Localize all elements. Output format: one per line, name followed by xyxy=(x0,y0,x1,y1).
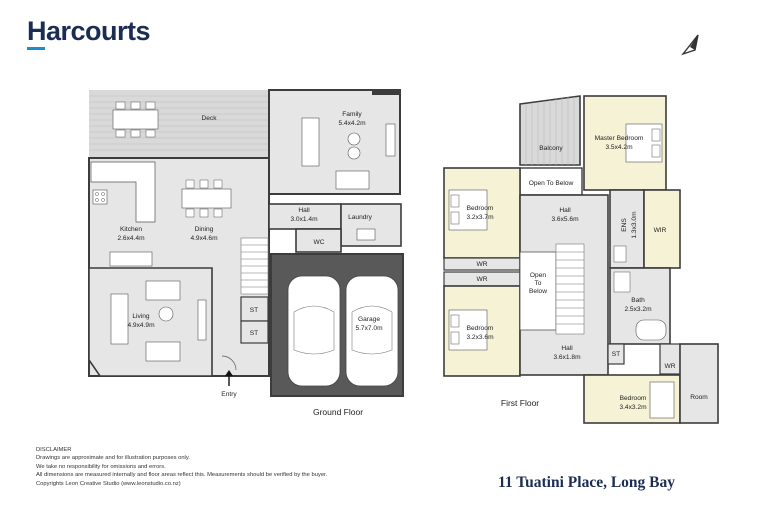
wc-area xyxy=(295,228,342,253)
floor-label-ground: Ground Floor xyxy=(313,407,363,417)
room-size-bath: 2.5x3.2m xyxy=(624,306,652,313)
disclaimer-title: DISCLAIMER xyxy=(36,447,72,453)
dining-table xyxy=(181,188,232,209)
room-label-master-bedroom: Master Bedroom xyxy=(595,135,644,142)
ground-floor-plan: Deck Family 5.4x4.2m Kitchen 2.6x4.4m Di… xyxy=(88,89,404,417)
room-label-st-2: ST xyxy=(250,330,258,337)
room-label-open: Open xyxy=(530,272,546,279)
disclaimer-line: Copyrights Leon Creative Studio (www.leo… xyxy=(36,480,181,487)
open-to-below-top xyxy=(519,167,583,196)
room-size-family: 5.4x4.2m xyxy=(338,120,366,127)
room-label-family: Family xyxy=(342,111,362,118)
room-label-st-first: ST xyxy=(612,351,620,358)
room-size-dining: 4.9x4.6m xyxy=(190,235,218,242)
room-label-garage: Garage xyxy=(358,316,380,323)
room-label-deck: Deck xyxy=(201,115,217,122)
room-label-kitchen: Kitchen xyxy=(120,226,142,233)
room-label-hall-upper: Hall xyxy=(559,207,571,214)
room-label-wr-3: WR xyxy=(665,363,676,370)
room-size-ensuite: 1.3x3.0m xyxy=(631,211,638,239)
hall-area xyxy=(268,203,342,230)
room-size-garage: 5.7x7.0m xyxy=(355,325,383,332)
room-label-entry: Entry xyxy=(221,391,237,398)
room-size-living: 4.9x4.9m xyxy=(127,322,155,329)
room-area xyxy=(679,343,719,424)
room-size-kitchen: 2.6x4.4m xyxy=(117,235,145,242)
room-size-hall-lower: 3.6x1.8m xyxy=(553,354,581,361)
room-label-open-to-below-top: Open To Below xyxy=(529,180,574,187)
room-label-ensuite: ENS xyxy=(621,218,628,232)
room-label-wir: WIR xyxy=(654,227,667,234)
room-label-hall-lower: Hall xyxy=(561,345,573,352)
room-size-hall: 3.0x1.4m xyxy=(290,216,318,223)
room-label-balcony: Balcony xyxy=(539,145,563,152)
room-label-hall: Hall xyxy=(298,207,310,214)
room-label-below: Below xyxy=(529,288,547,295)
room-label-dining: Dining xyxy=(195,226,214,233)
deck-table xyxy=(112,109,159,130)
room-size-master-bedroom: 3.5x4.2m xyxy=(605,144,633,151)
logo-accent-bar xyxy=(27,47,45,50)
room-label-wc: WC xyxy=(314,239,325,246)
open-to-below-void xyxy=(519,251,557,331)
disclaimer-line: All dimensions are measured internally a… xyxy=(36,472,328,479)
room-label-room: Room xyxy=(690,394,708,401)
room-label-bedroom-3: Bedroom xyxy=(620,395,647,402)
room-label-wr-1: WR xyxy=(477,261,488,268)
room-label-st-1: ST xyxy=(250,307,258,314)
room-label-living: Living xyxy=(132,313,150,320)
disclaimer: DISCLAIMER Drawings are approximate and … xyxy=(36,446,327,488)
room-size-bedroom-1: 3.2x3.7m xyxy=(466,214,494,221)
room-label-bath: Bath xyxy=(631,297,645,304)
north-arrow-icon xyxy=(680,34,699,56)
family-room-area xyxy=(268,89,401,195)
room-label-bedroom-1: Bedroom xyxy=(467,205,494,212)
floor-label-first: First Floor xyxy=(501,398,539,408)
property-address: 11 Tuatini Place, Long Bay xyxy=(498,474,676,491)
first-floor-plan: Balcony Master Bedroom 3.5x4.2m Open To … xyxy=(443,95,719,424)
room-label-to: To xyxy=(535,280,542,287)
disclaimer-line: We take no responsibility for omissions … xyxy=(36,463,166,470)
disclaimer-line: Drawings are approximate and for illustr… xyxy=(36,455,190,462)
harcourts-logo: Harcourts xyxy=(27,16,151,46)
room-size-bedroom-2: 3.2x3.6m xyxy=(466,334,494,341)
room-size-bedroom-3: 3.4x3.2m xyxy=(619,404,647,411)
room-size-hall-upper: 3.6x5.6m xyxy=(551,216,579,223)
room-label-laundry: Laundry xyxy=(348,214,373,221)
room-label-wr-2: WR xyxy=(477,276,488,283)
room-label-bedroom-2: Bedroom xyxy=(467,325,494,332)
first-floor-store xyxy=(607,343,625,365)
